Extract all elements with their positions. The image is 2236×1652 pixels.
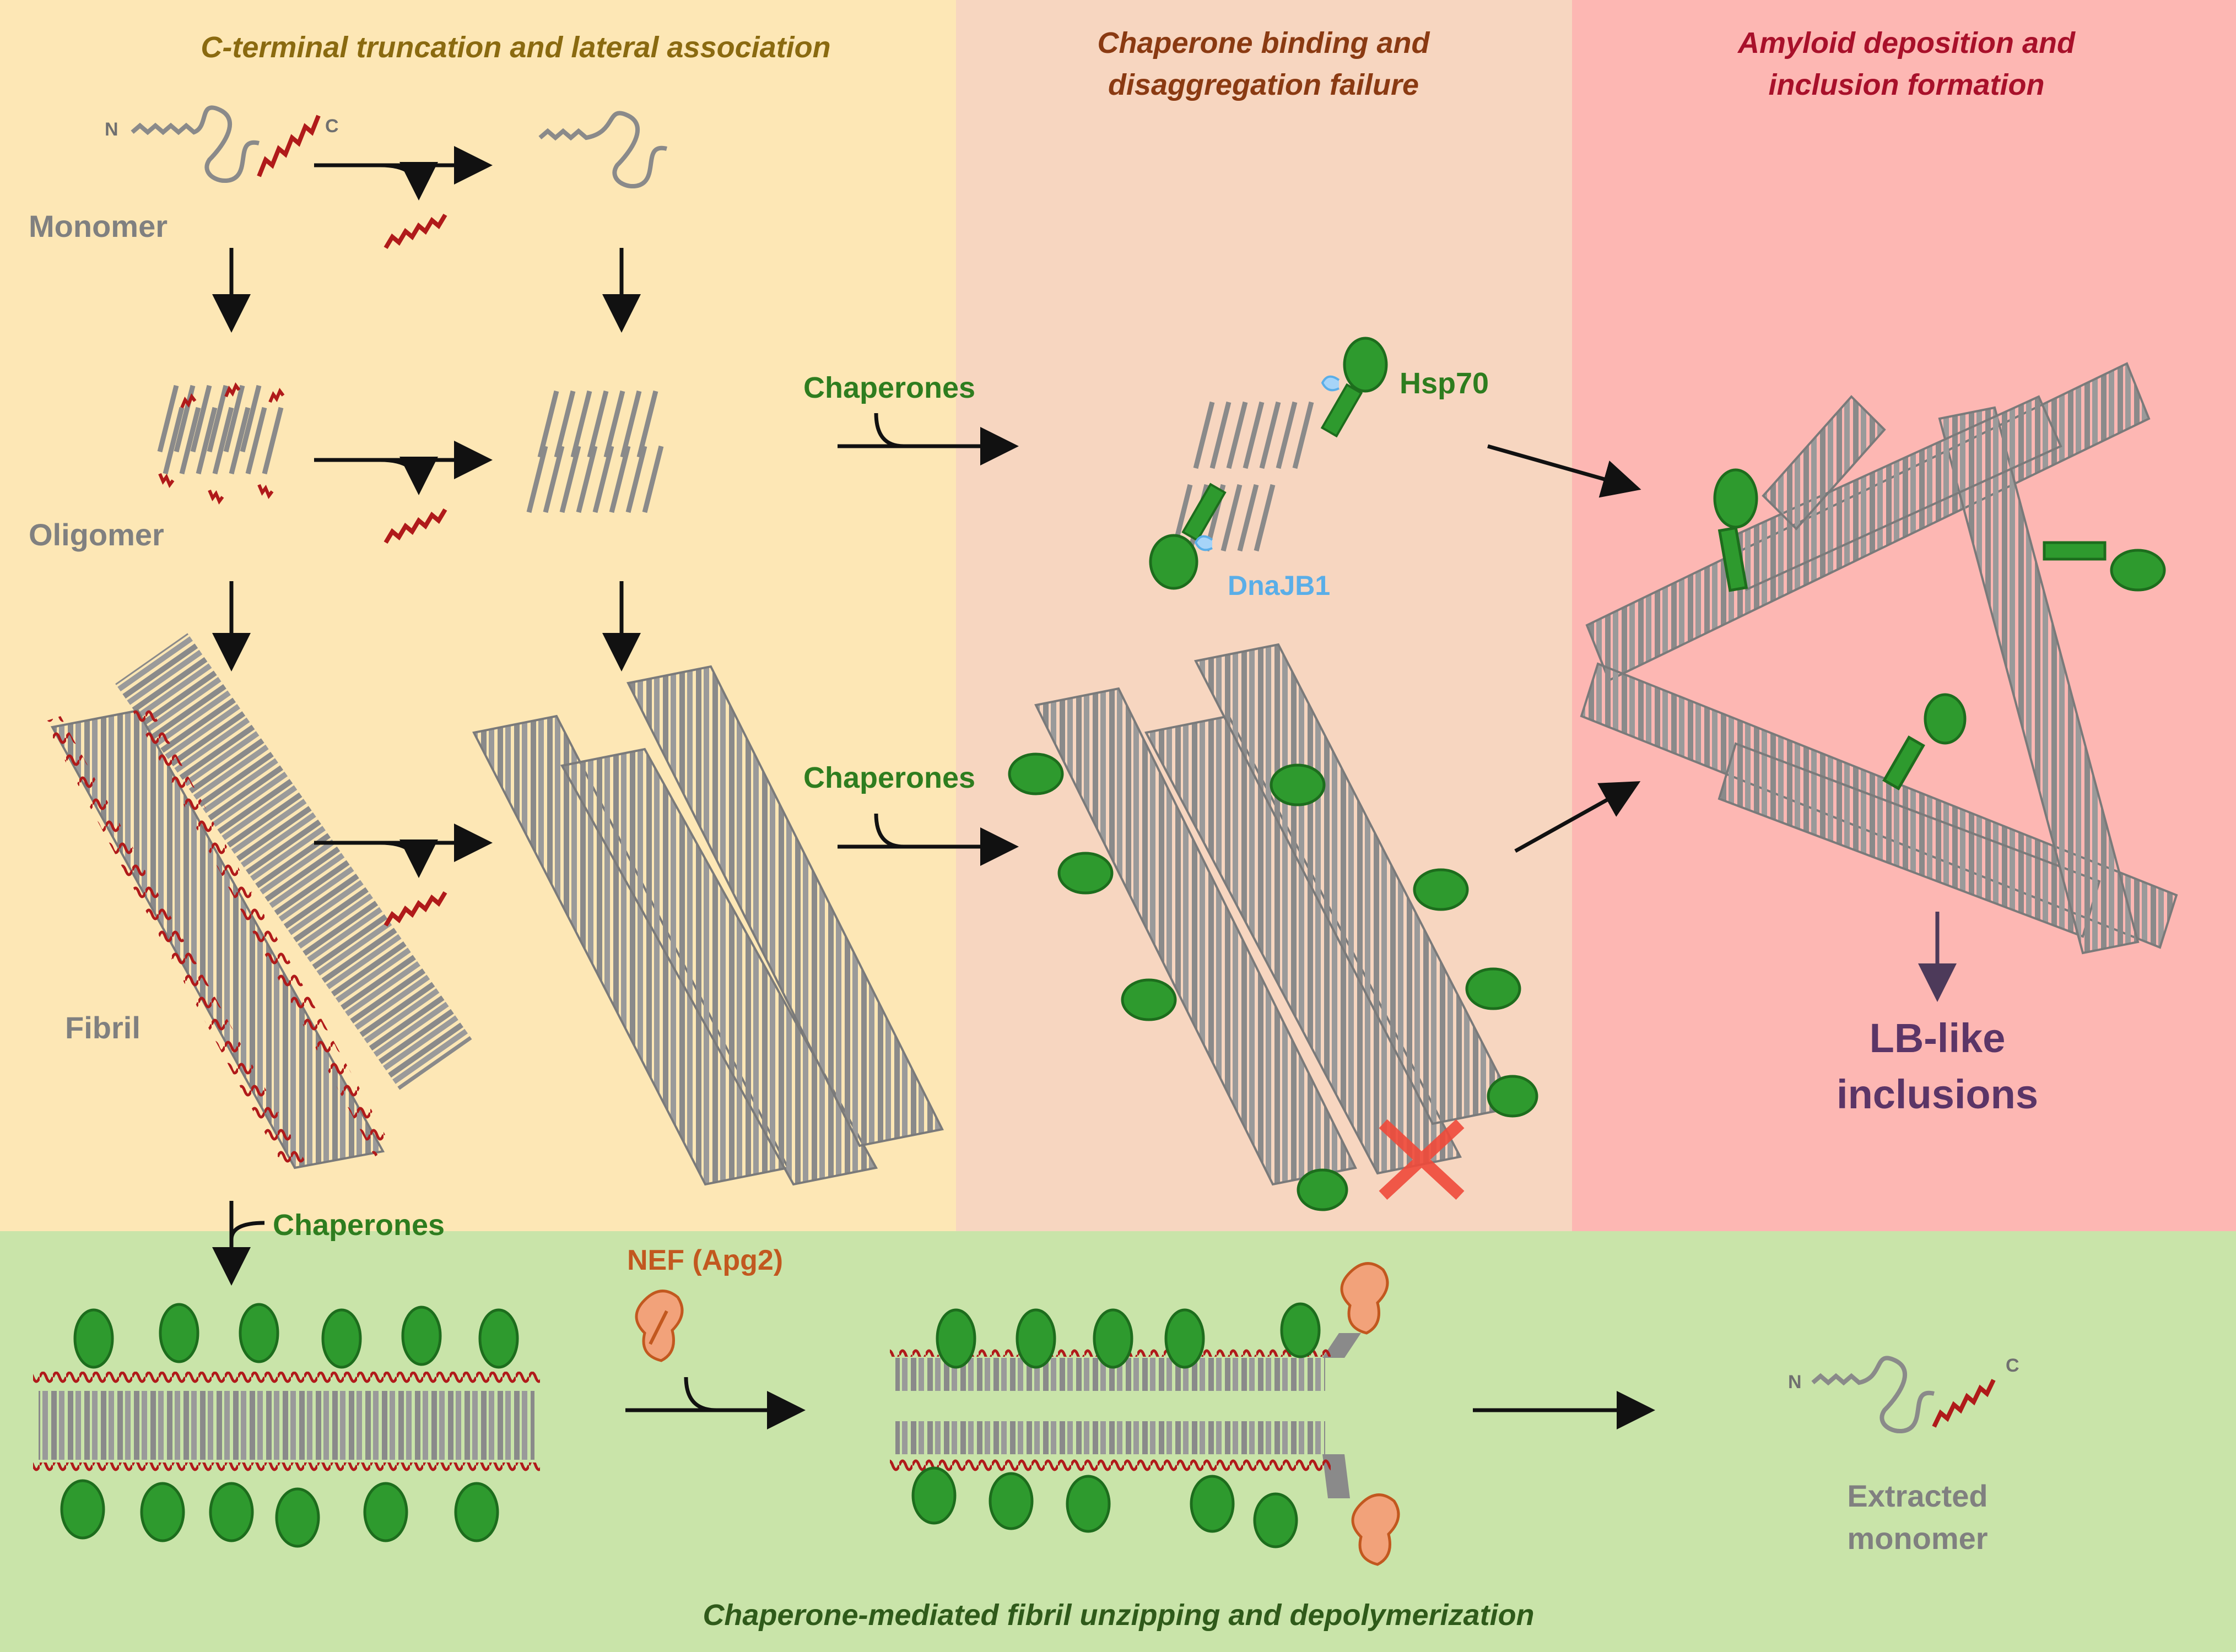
extracted-monomer: N C (1788, 1355, 2019, 1434)
label-hsp70: Hsp70 (1400, 367, 1489, 400)
fibril-unzipping (890, 1262, 1400, 1566)
arrow-to-deposition-fibril (1514, 781, 1641, 853)
label-chaperones-unzip: Chaperones (273, 1209, 445, 1242)
svg-text:C: C (325, 116, 339, 137)
fibril-chaperone-bound (1034, 643, 1517, 1186)
hsp70-protein (1149, 483, 1227, 590)
label-nef: NEF (Apg2) (627, 1244, 783, 1276)
label-fibril: Fibril (65, 1010, 141, 1045)
arrow-to-deposition-oligomer (1487, 444, 1641, 498)
label-monomer: Monomer (29, 209, 168, 243)
fibril-chaperone-decorated (33, 1303, 540, 1548)
fibril-full-length-body (44, 700, 391, 1173)
svg-text:N: N (1788, 1372, 1802, 1393)
panel-unzipping-title: Chaperone-mediated fibril unzipping and … (703, 1599, 1534, 1632)
inclusion-chaperones (1713, 468, 2166, 790)
panel-truncation-title: C-terminal truncation and lateral associ… (201, 31, 830, 64)
bound-chaperones-cluster (1008, 752, 1538, 1211)
label-chaperones-fibril: Chaperones (803, 761, 975, 794)
fibril-lateral-association (472, 665, 944, 1186)
label-chaperones-oligomer: Chaperones (803, 371, 975, 404)
label-extracted-1: Extracted (1847, 1478, 1987, 1513)
panel-binding-title-1: Chaperone binding and (1098, 26, 1430, 59)
label-lb-like-1: LB-like (1870, 1015, 2006, 1061)
label-extracted-2: monomer (1847, 1521, 1987, 1556)
panel-deposition-title-2: inclusion formation (1768, 68, 2044, 101)
cleaved-c-terminus-3 (384, 891, 447, 927)
monomer-full-length: N C (105, 105, 339, 183)
amyloid-tangle (1580, 362, 2178, 955)
nef-apg2-protein (635, 1290, 684, 1362)
oligomer-chaperone-bound (1149, 337, 1388, 590)
label-oligomer: Oligomer (29, 517, 164, 552)
fibril-full-length (115, 633, 472, 1090)
red-x-icon (1379, 1119, 1465, 1200)
label-dnajb1: DnaJB1 (1228, 570, 1330, 601)
hsp70-protein (1320, 337, 1388, 438)
label-lb-like-2: inclusions (1837, 1071, 2038, 1117)
monomer-truncated (538, 111, 667, 189)
cleaved-c-terminus-1 (384, 213, 447, 250)
svg-text:N: N (105, 119, 118, 140)
cleaved-c-terminus-2 (384, 508, 447, 544)
svg-text:C: C (2006, 1355, 2019, 1376)
oligomer-full-length (157, 382, 285, 505)
oligomer-truncated (526, 390, 664, 513)
panel-deposition-title-1: Amyloid deposition and (1737, 26, 2076, 59)
panel-binding-title-2: disaggregation failure (1108, 68, 1419, 101)
